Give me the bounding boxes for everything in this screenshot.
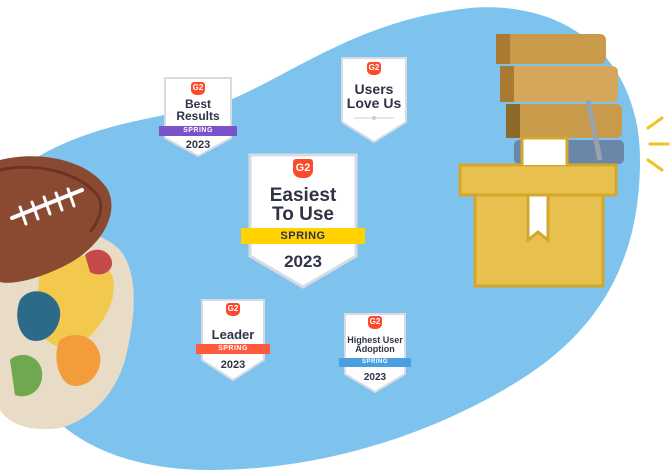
badge-season: SPRING bbox=[361, 359, 388, 365]
badge-highest-user-adoption: G2 Highest User Adoption SPRING 2023 bbox=[339, 312, 411, 394]
badge-best-results: G2 Best Results SPRING 2023 bbox=[159, 76, 237, 158]
badge-season: SPRING bbox=[280, 230, 326, 242]
badge-title-line1: Easiest bbox=[269, 185, 337, 206]
badge-title-line2: Love Us bbox=[346, 95, 402, 112]
badge-users-love-us: G2 Users Love Us bbox=[340, 56, 408, 144]
badge-season: SPRING bbox=[218, 345, 248, 352]
badge-title-line1: Highest User bbox=[347, 335, 403, 345]
badge-title-line1: Leader bbox=[211, 327, 255, 342]
g2-logo-icon: G2 bbox=[293, 159, 313, 178]
badge-title-line1: Best bbox=[184, 97, 211, 111]
badge-easiest-to-use: G2 Easiest To Use SPRING 2023 bbox=[241, 152, 365, 290]
badge-year: 2023 bbox=[363, 372, 387, 383]
badge-title-line2: Adoption bbox=[355, 344, 395, 355]
badge-year: 2023 bbox=[284, 252, 322, 271]
g2-logo-icon: G2 bbox=[226, 303, 240, 316]
g2-logo-icon: G2 bbox=[368, 316, 382, 329]
badge-leader: G2 Leader SPRING 2023 bbox=[196, 298, 270, 382]
badge-title-line2: Results bbox=[176, 109, 220, 124]
badge-season: SPRING bbox=[183, 127, 213, 134]
g2-logo-icon: G2 bbox=[367, 62, 381, 75]
badge-year: 2023 bbox=[185, 139, 211, 151]
g2-logo-icon: G2 bbox=[191, 82, 205, 95]
badge-year: 2023 bbox=[220, 359, 246, 371]
badge-title-line1: Users bbox=[354, 81, 394, 97]
badge-title-line2: To Use bbox=[272, 204, 334, 226]
